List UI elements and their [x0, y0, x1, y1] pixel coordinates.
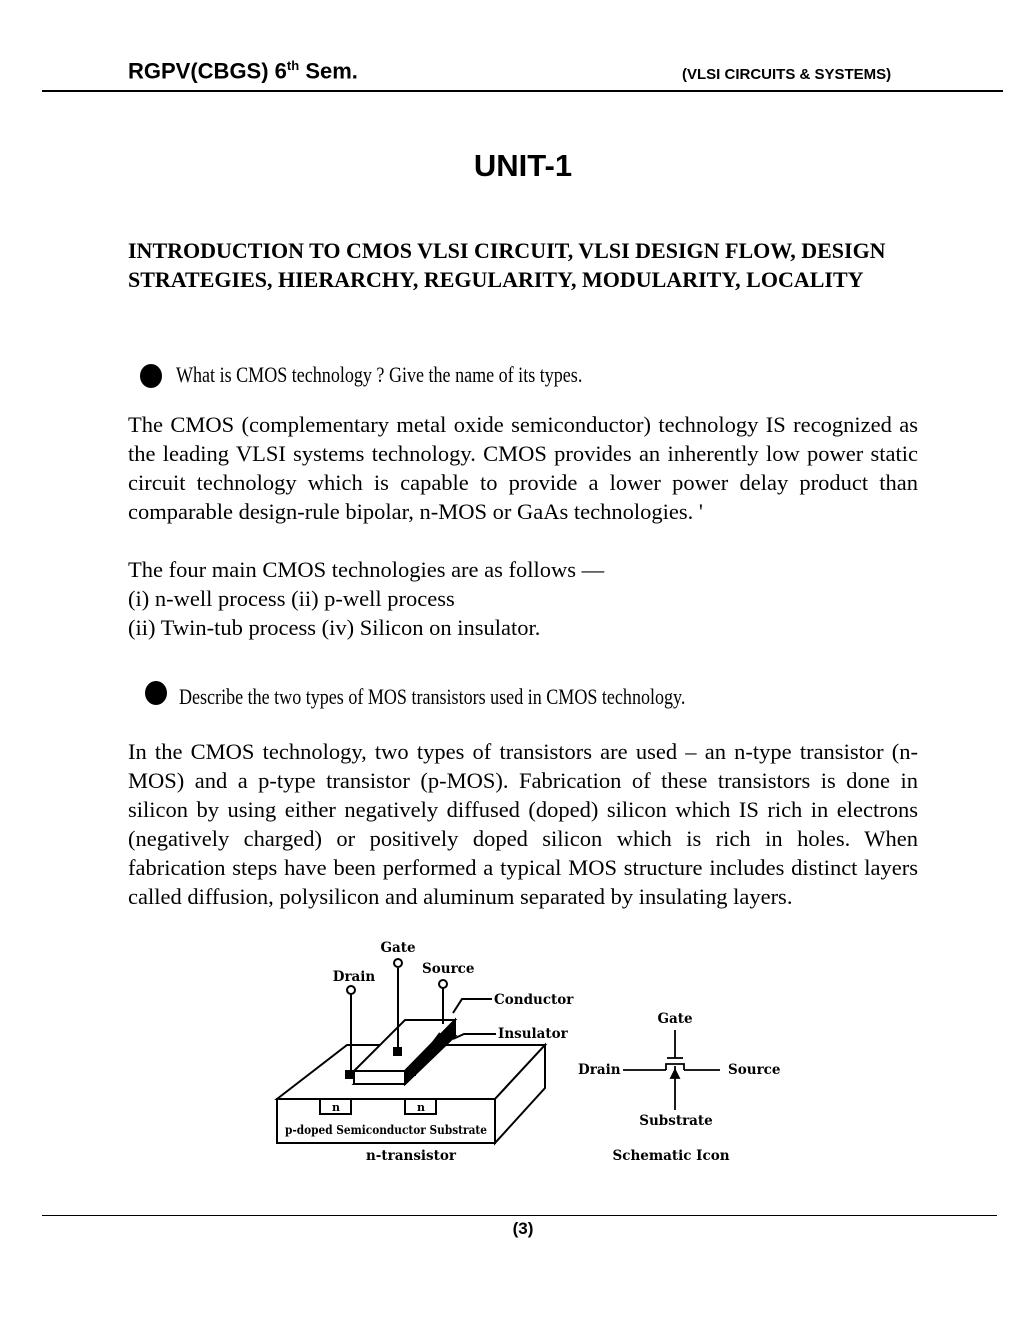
source-terminal — [438, 979, 448, 989]
icon-substrate-label: Substrate — [639, 1113, 713, 1129]
footer-rule — [42, 1215, 997, 1216]
insulator-callout — [452, 1033, 496, 1040]
bullet-icon — [145, 681, 167, 705]
header-course-suffix: Sem. — [299, 58, 358, 84]
schematic-icon-labels: Gate Drain Source Substrate Schematic Ic… — [578, 1011, 781, 1164]
n-well-right — [404, 1098, 437, 1115]
icon-substrate-arrow — [669, 1067, 681, 1079]
icon-gate-label: Gate — [657, 1011, 692, 1027]
header-course: RGPV(CBGS) 6th Sem. — [128, 58, 358, 84]
drain-terminal — [346, 985, 356, 995]
n-transistor-caption: n-transistor — [366, 1148, 457, 1164]
mos-transistor-figure: Gate Drain Source Conductor Insulator n … — [274, 940, 781, 1164]
conductor-label: Conductor — [494, 992, 574, 1008]
n-well-left-label: n — [332, 1101, 340, 1114]
question-2: Describe the two types of MOS transistor… — [179, 684, 686, 709]
gate-label: Gate — [380, 940, 415, 956]
answer-1-paragraph: The CMOS (complementary metal oxide semi… — [128, 412, 918, 524]
schematic-icon-caption: Schematic Icon — [612, 1148, 729, 1164]
header-rule — [42, 90, 1003, 92]
answer-2-paragraph: In the CMOS technology, two types of tra… — [128, 739, 918, 909]
icon-drain-label: Drain — [578, 1062, 621, 1078]
question-1: What is CMOS technology ? Give the name … — [176, 362, 583, 387]
icon-source-label: Source — [728, 1062, 781, 1078]
gate-front — [353, 1070, 406, 1085]
icon-channel — [665, 1063, 685, 1070]
gate-terminal — [393, 958, 403, 968]
header-course-prefix: RGPV(CBGS) 6 — [128, 58, 287, 84]
answer-1-line-3: (ii) Twin-tub process (iv) Silicon on in… — [128, 615, 541, 640]
header-course-sup: th — [286, 58, 300, 73]
conductor-callout — [452, 998, 492, 1014]
n-transistor-diagram — [274, 958, 548, 1146]
n-transistor-labels: Gate Drain Source Conductor Insulator n … — [285, 940, 574, 1164]
drain-label: Drain — [333, 969, 376, 985]
topic-heading: INTRODUCTION TO CMOS VLSI CIRCUIT, VLSI … — [128, 238, 886, 292]
substrate-side — [494, 1042, 546, 1146]
source-lead-lower — [411, 1032, 441, 1071]
n-well-left — [319, 1098, 352, 1115]
answer-1-line-2: (i) n-well process (ii) p-well process — [128, 586, 455, 611]
header-subject: (VLSI CIRCUITS & SYSTEMS) — [682, 66, 892, 83]
drain-contact — [345, 1070, 354, 1079]
insulator-label: Insulator — [498, 1026, 569, 1042]
schematic-icon — [623, 1030, 720, 1110]
n-well-right-label: n — [417, 1101, 425, 1114]
answer-1-line-1: The four main CMOS technologies are as f… — [128, 557, 605, 582]
page-number: (3) — [512, 1219, 534, 1238]
source-contact — [407, 1067, 416, 1076]
bullet-icon — [140, 364, 162, 388]
substrate-label: p-doped Semiconductor Substrate — [285, 1123, 487, 1137]
unit-title: UNIT-1 — [473, 148, 573, 183]
source-label: Source — [422, 961, 475, 977]
